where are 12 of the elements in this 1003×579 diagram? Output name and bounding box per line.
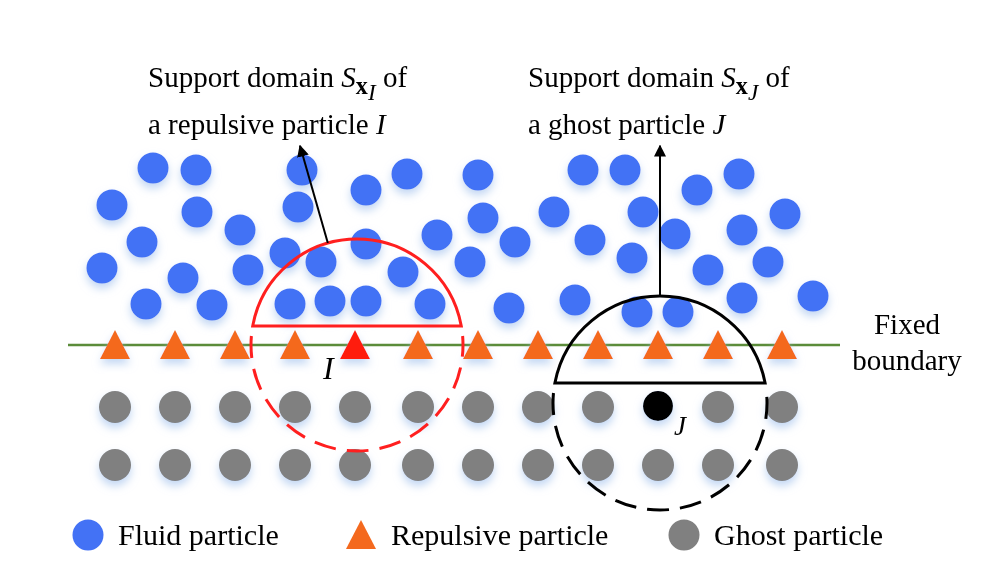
legend-label: Repulsive particle xyxy=(391,518,609,552)
boundary-label: Fixed boundary xyxy=(851,307,963,378)
callout-text: Support domain S$_{x}$$_{I}$ of a repulsive particle I xyxy=(148,58,426,143)
leader-arrow xyxy=(654,144,666,297)
legend-label: Fluid particle xyxy=(118,518,279,552)
callout-text: Support domain S$_{x}$$_{J}$ of a ghost particle J xyxy=(528,58,806,143)
support-domain-circle xyxy=(249,237,465,453)
particle-label: J xyxy=(674,410,686,443)
particle-label: I xyxy=(323,350,334,386)
leader-arrow xyxy=(297,144,329,245)
legend-label: Ghost particle xyxy=(714,518,884,552)
support-domain-circle xyxy=(551,294,769,512)
